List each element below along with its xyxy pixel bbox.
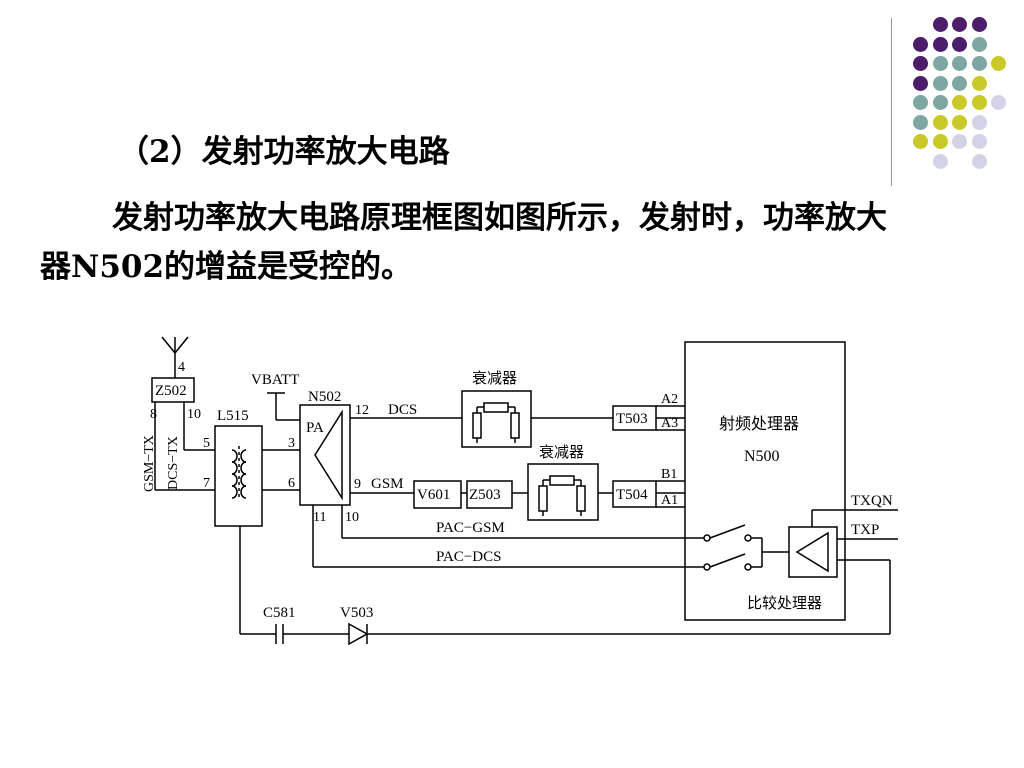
label-n502: N502	[308, 389, 341, 405]
label-n502-pin-11: 11	[313, 510, 326, 525]
decor-dot	[991, 56, 1006, 71]
l515-box	[214, 425, 263, 527]
decor-dot	[971, 56, 987, 71]
label-t504: T504	[616, 487, 648, 503]
diode-v503	[348, 622, 369, 646]
section-heading: （2）发射功率放大电路	[118, 134, 450, 170]
label-vbatt: VBATT	[251, 372, 299, 388]
attenuator-top-box	[461, 390, 532, 448]
decor-dot	[913, 56, 928, 71]
decor-dot	[952, 114, 967, 130]
decor-dot	[952, 36, 967, 52]
decor-dot	[952, 95, 967, 110]
decor-dot	[952, 56, 967, 71]
label-b1: B1	[661, 467, 677, 482]
label-l515-pin-7: 7	[203, 476, 210, 491]
label-l515: L515	[217, 408, 249, 424]
label-l515-pin-5: 5	[203, 436, 210, 451]
z503-box	[466, 480, 513, 509]
decor-dot	[971, 75, 987, 91]
label-a3: A3	[661, 416, 678, 431]
label-z502-pin-10: 10	[187, 407, 201, 422]
label-rf-processor: 射频处理器	[719, 415, 799, 433]
label-gsm-tx: GSM−TX	[142, 435, 157, 492]
label-v503: V503	[340, 605, 373, 621]
label-txqn: TXQN	[851, 493, 893, 509]
paragraph-line-1: 发射功率放大电路原理框图如图所示，发射时，功率放大	[112, 200, 887, 236]
decor-dot	[932, 17, 948, 32]
decor-dot	[971, 114, 987, 130]
label-pac-dcs: PAC−DCS	[436, 549, 501, 565]
label-z503: Z503	[469, 487, 501, 503]
decor-dot	[952, 134, 967, 149]
decor-dot	[932, 56, 948, 71]
label-z502-pin-8: 8	[150, 407, 157, 422]
t504-box	[612, 480, 657, 508]
label-dcs-tx: DCS−TX	[166, 436, 181, 490]
label-dcs-net: DCS	[388, 402, 417, 418]
transformer-primary	[231, 449, 238, 499]
label-n502-pin-3: 3	[288, 436, 295, 451]
decor-dot	[952, 75, 967, 91]
decor-dot	[913, 75, 928, 91]
label-t503: T503	[616, 411, 648, 427]
antenna-icon	[161, 336, 189, 378]
label-n500: N500	[744, 448, 780, 465]
n500-box	[684, 341, 846, 621]
label-pa: PA	[306, 420, 324, 436]
label-attenuator-top: 衰减器	[472, 370, 517, 387]
decor-dot	[913, 36, 928, 52]
decor-dot	[971, 95, 987, 110]
pa-triangle	[314, 409, 343, 501]
label-antenna-pin: 4	[178, 360, 185, 375]
label-txp: TXP	[851, 522, 879, 538]
label-a2: A2	[661, 392, 678, 407]
decor-dot	[971, 153, 987, 169]
decor-dot	[971, 36, 987, 52]
label-comparator: 比较处理器	[747, 594, 822, 612]
paragraph-line-2: 器N502的增益是受控的。	[40, 249, 413, 285]
label-n502-pin-10: 10	[345, 510, 359, 525]
comparator-box	[788, 526, 838, 578]
decor-dot	[913, 95, 928, 110]
label-v601: V601	[417, 487, 450, 503]
label-c581: C581	[263, 605, 296, 621]
label-z502: Z502	[155, 383, 187, 399]
decor-dot	[932, 114, 948, 130]
decor-vertical-line	[891, 18, 892, 186]
label-attenuator-bottom: 衰减器	[539, 444, 584, 461]
label-n502-pin-9: 9	[354, 477, 361, 492]
decor-dot	[932, 95, 948, 110]
decor-dot	[971, 17, 987, 32]
decor-dot	[932, 134, 948, 149]
z502-box	[151, 377, 195, 403]
label-pac-gsm: PAC−GSM	[436, 520, 505, 536]
decor-dot	[913, 114, 928, 130]
transformer-secondary	[240, 449, 247, 499]
decor-dot	[932, 75, 948, 91]
label-gsm-net: GSM	[371, 476, 404, 492]
decor-dot	[991, 95, 1006, 110]
label-n502-pin-6: 6	[288, 476, 295, 491]
decor-dot	[932, 36, 948, 52]
decor-dot	[913, 134, 928, 149]
decor-dot	[932, 153, 948, 169]
label-a1: A1	[661, 493, 678, 508]
v601-box	[413, 480, 462, 509]
attenuator-bottom-box	[527, 463, 599, 521]
label-n502-pin-12: 12	[355, 403, 369, 418]
decor-dot	[971, 134, 987, 149]
n502-box	[299, 404, 351, 506]
decor-dot	[952, 17, 967, 32]
